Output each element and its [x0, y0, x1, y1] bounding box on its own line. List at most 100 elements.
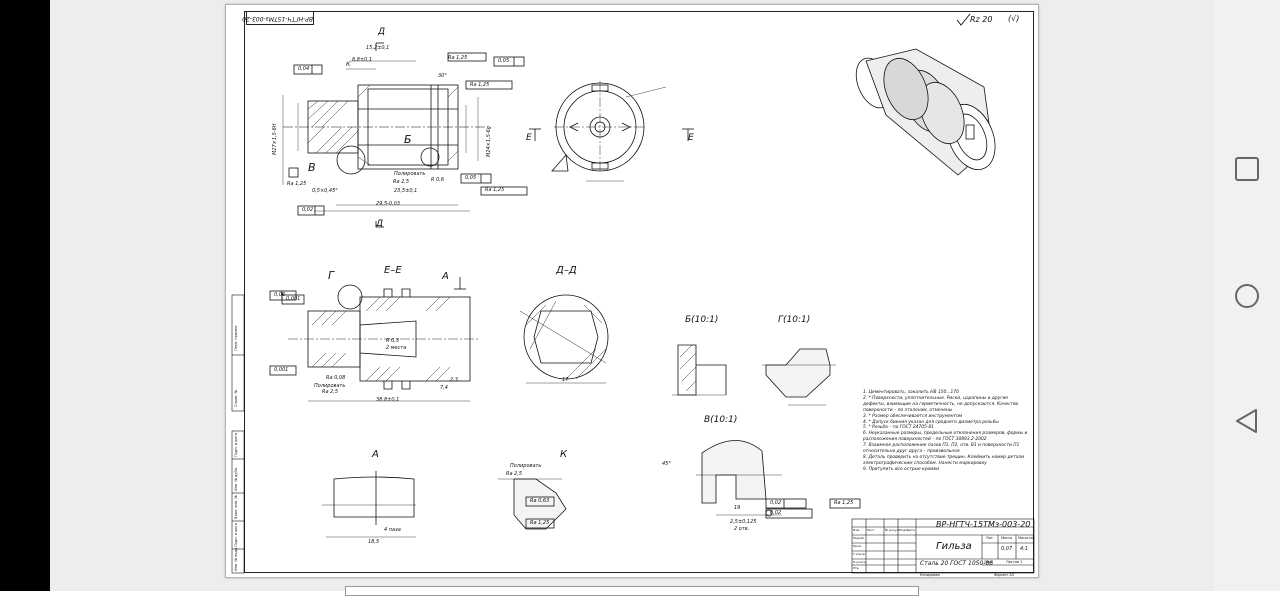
dim-28: 17: [562, 377, 569, 383]
title-name: Гильза: [936, 541, 972, 552]
callout-g: Г: [328, 269, 335, 282]
isometric-view: [855, 48, 996, 176]
dim-13: Полировать: [510, 463, 542, 469]
dim-15: Ra 0,08: [326, 375, 346, 381]
tol-6: 0,001: [286, 296, 301, 302]
dim-26: 7,4: [440, 385, 448, 391]
roughness-icon: [956, 13, 971, 26]
title-role-8: Н.контр.: [853, 560, 867, 564]
dim-5: 38,8±0,1: [376, 397, 400, 403]
dim-1: 15,2±0,1: [366, 45, 390, 51]
title-scale-label: Масштаб: [1018, 536, 1035, 540]
title-role-6: Пров.: [853, 544, 862, 548]
drawing-sheet[interactable]: ВР-НГТЧ-15ТМз-003-20 Rz 20 (√): [225, 4, 1039, 578]
section-e-label: Е–Е: [384, 265, 402, 276]
technical-drawing: [231, 42, 1035, 574]
title-role-0: Изм.: [853, 528, 861, 532]
tol-1: 0,04: [298, 66, 310, 72]
tol-4: 0,02: [302, 207, 314, 213]
view-k: [498, 478, 567, 530]
dim-22: M24×1,5-6g: [486, 126, 492, 157]
dim-12: Полировать: [314, 383, 346, 389]
title-sheets-label: Листов 1: [1006, 560, 1023, 564]
dim-31: 4 паза: [384, 527, 401, 533]
margin-cell-4: Инв. № дубл.: [234, 467, 238, 491]
margin-cell-3: Подп. и дата: [234, 433, 238, 457]
dim-27: 2,3: [450, 377, 458, 383]
home-icon[interactable]: [1232, 281, 1262, 311]
note-1: 1. Цементировать, закалить НВ 150...170: [863, 390, 959, 395]
detail-v-label: В(10:1): [704, 415, 738, 425]
title-sheet-label: Лист: [984, 560, 993, 564]
dim-32: 2,5±0,125: [730, 519, 757, 525]
dim-25: 2 места: [386, 345, 407, 351]
margin-cell-2: Справ. №: [234, 389, 238, 407]
tol-5: 0,06: [274, 292, 286, 298]
dim-30: 18,5: [368, 539, 380, 545]
tol-2: 0,05: [498, 58, 510, 64]
margin-cell-6: Подп. и дата: [234, 523, 238, 547]
title-mass: 0,07: [1001, 546, 1013, 552]
title-role-9: Утв.: [853, 566, 860, 570]
dim-29: 19: [734, 505, 741, 511]
callout-b: Б: [404, 133, 412, 146]
end-view: [529, 81, 694, 182]
dim-35: 30°: [438, 73, 447, 79]
technical-notes: 1. Цементировать, закалить НВ 150...170 …: [863, 390, 1028, 473]
tol-3: 0,05: [465, 175, 477, 181]
margin-cell-1: Перв. примен.: [234, 324, 238, 351]
callout-d-bottom: Д: [376, 219, 384, 229]
title-role-1: Лист: [867, 528, 875, 532]
note-7: 7. Взаимное расположение пазов П1, П2, о…: [863, 443, 1020, 455]
drawing-frame: [244, 11, 1034, 573]
title-mass-label: Масса: [1001, 536, 1013, 540]
dim-2: 8,8±0,1: [352, 57, 373, 63]
section-e-view: [269, 277, 480, 402]
section-d-label: Д–Д: [556, 265, 577, 276]
recent-apps-icon[interactable]: [1232, 154, 1262, 184]
dim-6: 0,5×0,45°: [312, 188, 338, 194]
callout-d-top: Д: [378, 27, 386, 37]
title-format: Формат А3: [994, 573, 1014, 577]
dim-33: 2 отв.: [734, 526, 750, 532]
dim-24: R 0,3: [386, 338, 400, 344]
note-9: 9. Притупить все острые кромки: [863, 466, 939, 472]
note-6: 6. Неуказанные размеры, предельные откло…: [863, 431, 1028, 443]
title-role-5: Разраб.: [853, 536, 865, 540]
back-icon[interactable]: [1232, 406, 1262, 436]
title-block-lines: [851, 518, 1035, 574]
detail-b-label: Б(10:1): [685, 315, 719, 325]
view-k-label: К: [560, 449, 568, 460]
title-scale: 4:1: [1020, 546, 1029, 552]
title-role-2: № докум.: [885, 528, 900, 532]
dim-34: 45°: [662, 461, 671, 467]
left-black-bar: [0, 0, 50, 591]
margin-cell-7: Инв. № подл.: [234, 546, 238, 571]
detail-g-view: [762, 348, 836, 406]
note-5: 5. * Резьба – по ГОСТ 24705-81: [863, 425, 934, 431]
roughness-bracket: (√): [1008, 14, 1020, 23]
title-copied: Копировал: [920, 573, 940, 577]
title-role-7: Т.контр.: [853, 552, 867, 556]
callout-v: В: [308, 161, 316, 174]
callout-e-left: Е: [526, 133, 532, 143]
dim-17: Ra 0,63: [530, 498, 550, 504]
dim-9: Ra 1,25: [485, 187, 505, 193]
callout-a: А: [442, 271, 449, 282]
dim-10: Ra 1,25: [448, 55, 468, 61]
dim-16: Ra 2,5: [506, 471, 523, 477]
dim-3: 23,5±0,1: [394, 188, 418, 194]
margin-cell-5: Взам. инв. №: [234, 495, 238, 519]
detail-g-label: Г(10:1): [778, 315, 811, 325]
dim-4: 29,5-0,03: [376, 201, 401, 207]
dim-19: Ra 1,25: [834, 500, 854, 506]
dim-23: R 0,6: [431, 177, 445, 183]
dim-20: Ra 1,25: [470, 82, 490, 88]
navigation-bar: [1214, 0, 1280, 591]
dim-18: Ra 1,25: [530, 520, 550, 526]
dim-8: Ra 1,25: [287, 181, 307, 187]
note-3: 3. * Размер обеспечивается инструментом: [863, 413, 963, 419]
view-a-label: А: [372, 449, 379, 460]
callout-e-right: Е: [688, 133, 694, 143]
section-d-view: [519, 294, 609, 384]
